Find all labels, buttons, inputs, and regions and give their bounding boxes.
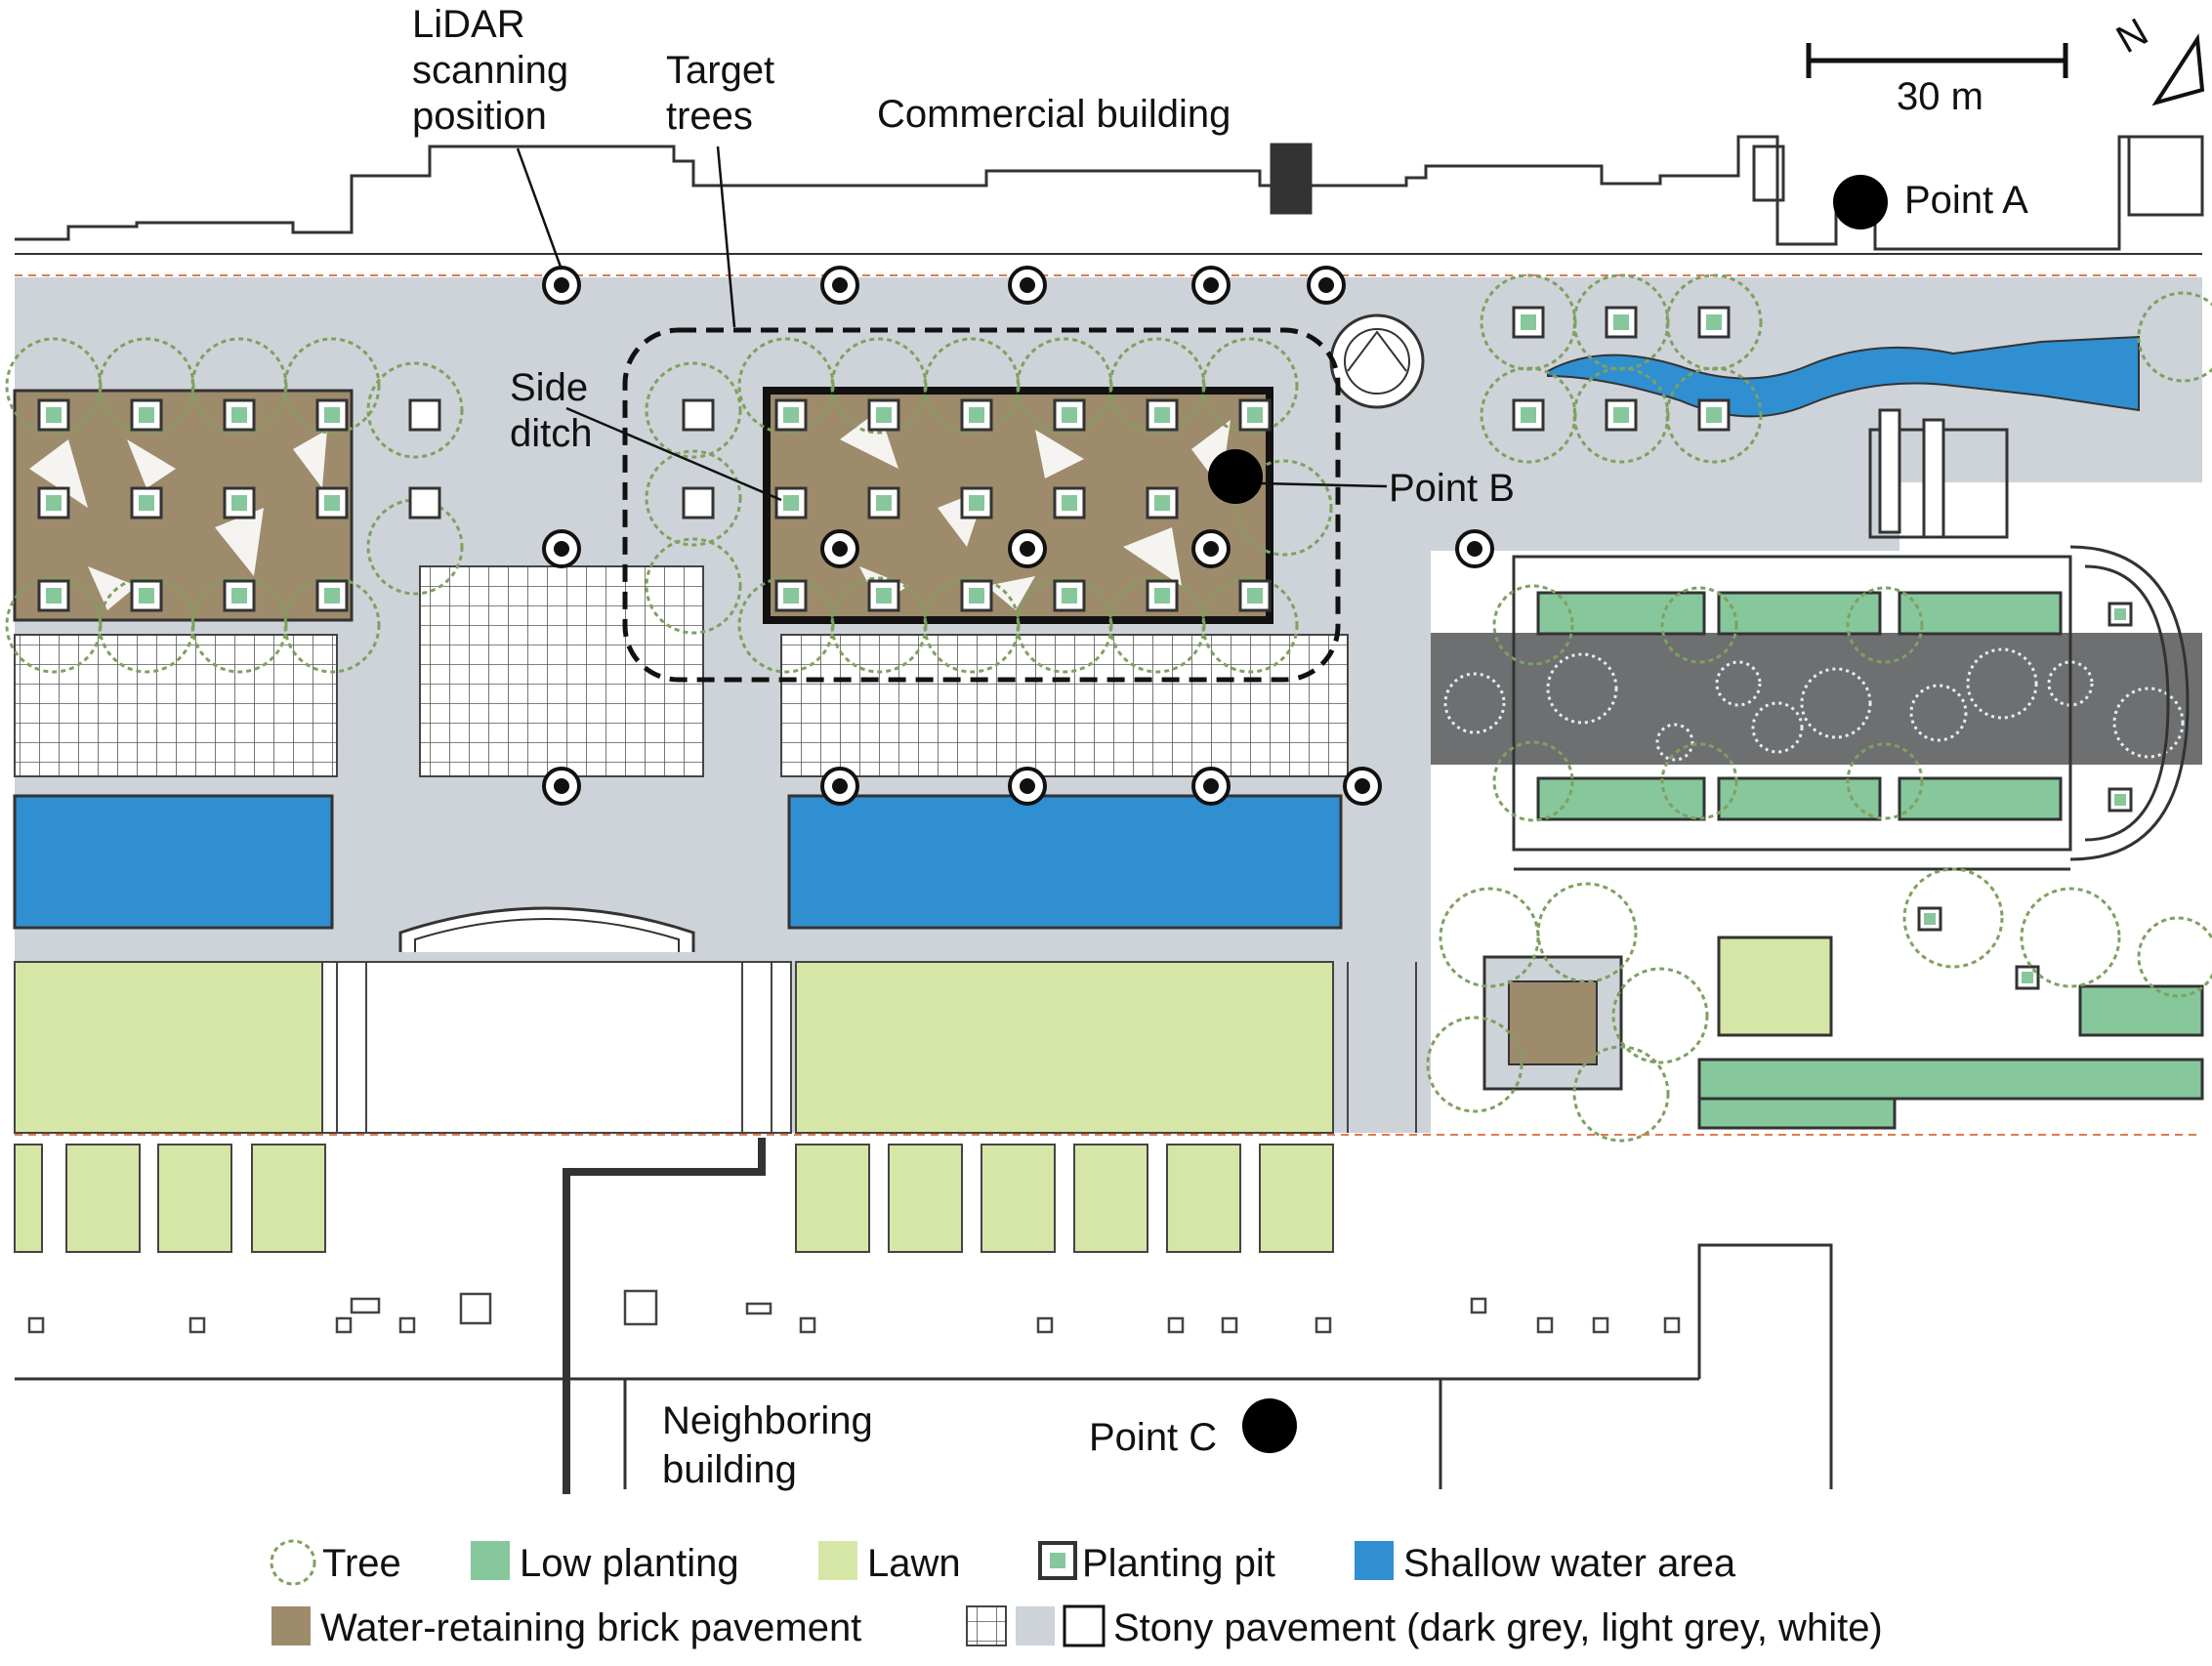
- commercial-building-outline: [15, 135, 2202, 255]
- target-trees-boundary: [622, 327, 1341, 683]
- scale-bar: [1806, 43, 2068, 78]
- legend-brick-label: Water-retaining brick pavement: [320, 1606, 861, 1649]
- label-commercial: Commercial building: [877, 93, 1231, 136]
- label-side-2: ditch: [510, 412, 593, 455]
- lawn-left: [14, 961, 323, 1134]
- lidar-scan-positions: [542, 266, 1494, 806]
- legend-planting-pit-label: Planting pit: [1082, 1542, 1275, 1585]
- legend-stony-grid-icon: [966, 1605, 1007, 1646]
- legend: Tree Low planting Lawn Planting pit Shal…: [270, 1539, 1883, 1649]
- legend-lawn-label: Lawn: [867, 1542, 961, 1585]
- label-lidar-2: scanning: [412, 49, 568, 92]
- shallow-water-left: [13, 794, 334, 930]
- label-target-2: trees: [666, 95, 753, 138]
- lawn-center: [795, 961, 1334, 1134]
- legend-brick-icon: [271, 1606, 311, 1645]
- legend-shallow-water-icon: [1355, 1541, 1394, 1580]
- point-c-marker: [1242, 1398, 1297, 1453]
- label-point-a: Point A: [1904, 179, 2028, 222]
- legend-shallow-water-label: Shallow water area: [1403, 1542, 1736, 1585]
- legend-low-planting-icon: [471, 1541, 510, 1580]
- point-b-marker: [1208, 449, 1263, 504]
- south-lawn-strips: [14, 1144, 1334, 1253]
- label-point-c: Point C: [1089, 1416, 1217, 1459]
- legend-stony-white-icon: [1063, 1604, 1106, 1647]
- label-target-1: Target: [666, 49, 774, 92]
- legend-stony-label: Stony pavement (dark grey, light grey, w…: [1113, 1606, 1883, 1649]
- label-side-1: Side: [510, 366, 588, 409]
- tree-canopies: [5, 273, 2212, 1143]
- legend-lawn-icon: [818, 1541, 857, 1580]
- label-neighbor-2: building: [662, 1448, 797, 1491]
- legend-tree-label: Tree: [322, 1542, 401, 1585]
- label-lidar-1: LiDAR: [412, 3, 525, 46]
- legend-stony-light-grey-icon: [1016, 1606, 1055, 1645]
- legend-low-planting-label: Low planting: [520, 1542, 739, 1585]
- dark-grey-pavement: [1431, 633, 2202, 765]
- label-point-b: Point B: [1389, 467, 1515, 510]
- water-channel: [1547, 335, 2140, 418]
- point-a-marker: [1833, 175, 1888, 229]
- scale-bar-label: 30 m: [1897, 75, 1983, 118]
- label-lidar-3: position: [412, 95, 547, 138]
- shallow-water-right: [787, 794, 1343, 930]
- low-planting-beds: [1536, 591, 2204, 1130]
- label-neighbor-1: Neighboring: [662, 1399, 873, 1442]
- legend-tree-icon: [270, 1539, 316, 1586]
